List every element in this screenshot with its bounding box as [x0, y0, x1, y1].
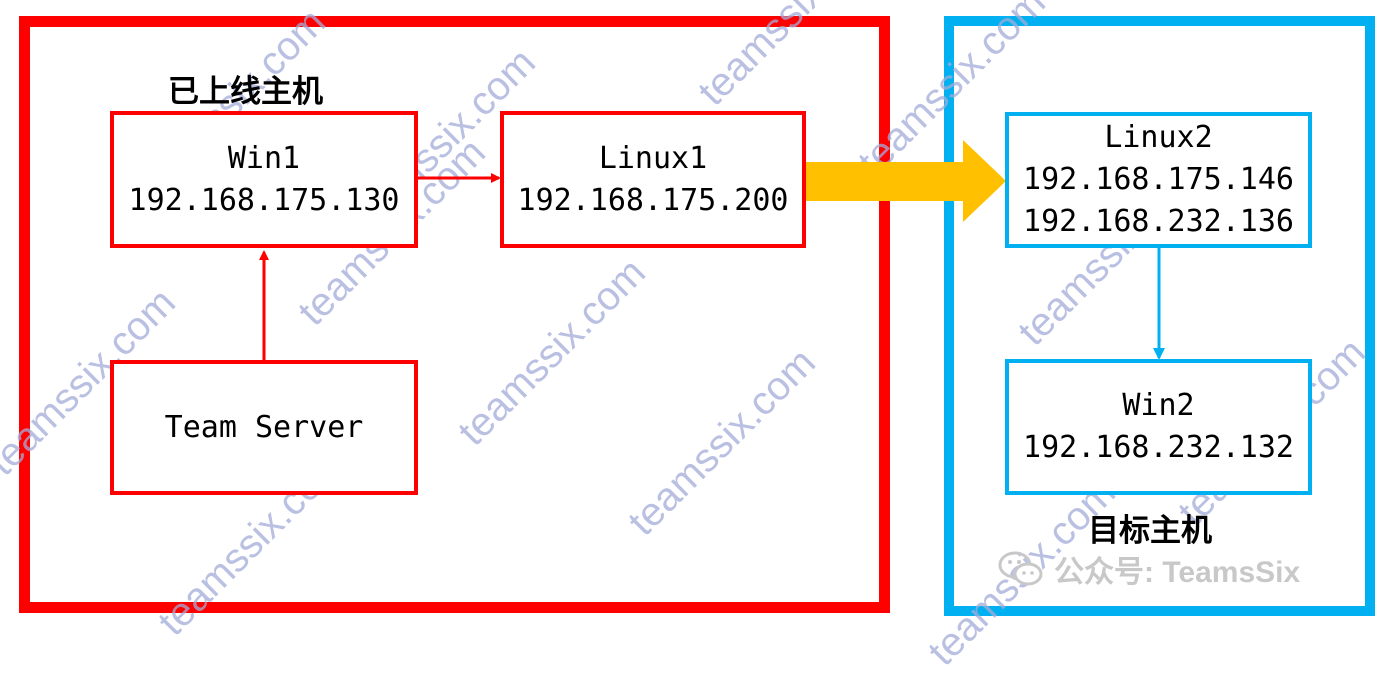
linux1-ip: 192.168.175.200 [517, 182, 789, 218]
linux2-ip-1: 192.168.175.146 [1023, 162, 1294, 197]
wechat-account-label: 公众号: TeamsSix [998, 547, 1300, 591]
linux2-ip-2: 192.168.232.136 [1023, 204, 1294, 239]
win2-node: Win2 192.168.232.132 [1005, 359, 1312, 495]
team-server-name: Team Server [164, 409, 364, 445]
linux1-node: Linux1 192.168.175.200 [500, 111, 806, 248]
target-hosts-group [944, 16, 1375, 616]
linux2-name: Linux2 [1104, 120, 1213, 155]
connector-layer [259, 140, 1165, 360]
linux1-name: Linux1 [598, 140, 708, 176]
target-hosts-title: 目标主机 [1088, 513, 1212, 549]
win1-node: Win1 192.168.175.130 [110, 111, 418, 248]
win1-ip: 192.168.175.130 [128, 182, 400, 218]
wechat-icon [998, 551, 1043, 586]
win2-ip: 192.168.232.132 [1023, 430, 1294, 465]
wechat-account-text: 公众号: TeamsSix [1054, 556, 1301, 589]
win1-name: Win1 [227, 140, 301, 176]
arrow-linux1-to-linux2 [806, 140, 1006, 222]
online-hosts-group [19, 16, 890, 613]
online-hosts-title: 已上线主机 [168, 74, 323, 110]
team-server-node: Team Server [110, 360, 418, 495]
linux2-node: Linux2 192.168.175.146 192.168.232.136 [1005, 112, 1312, 248]
win2-name: Win2 [1122, 388, 1195, 423]
